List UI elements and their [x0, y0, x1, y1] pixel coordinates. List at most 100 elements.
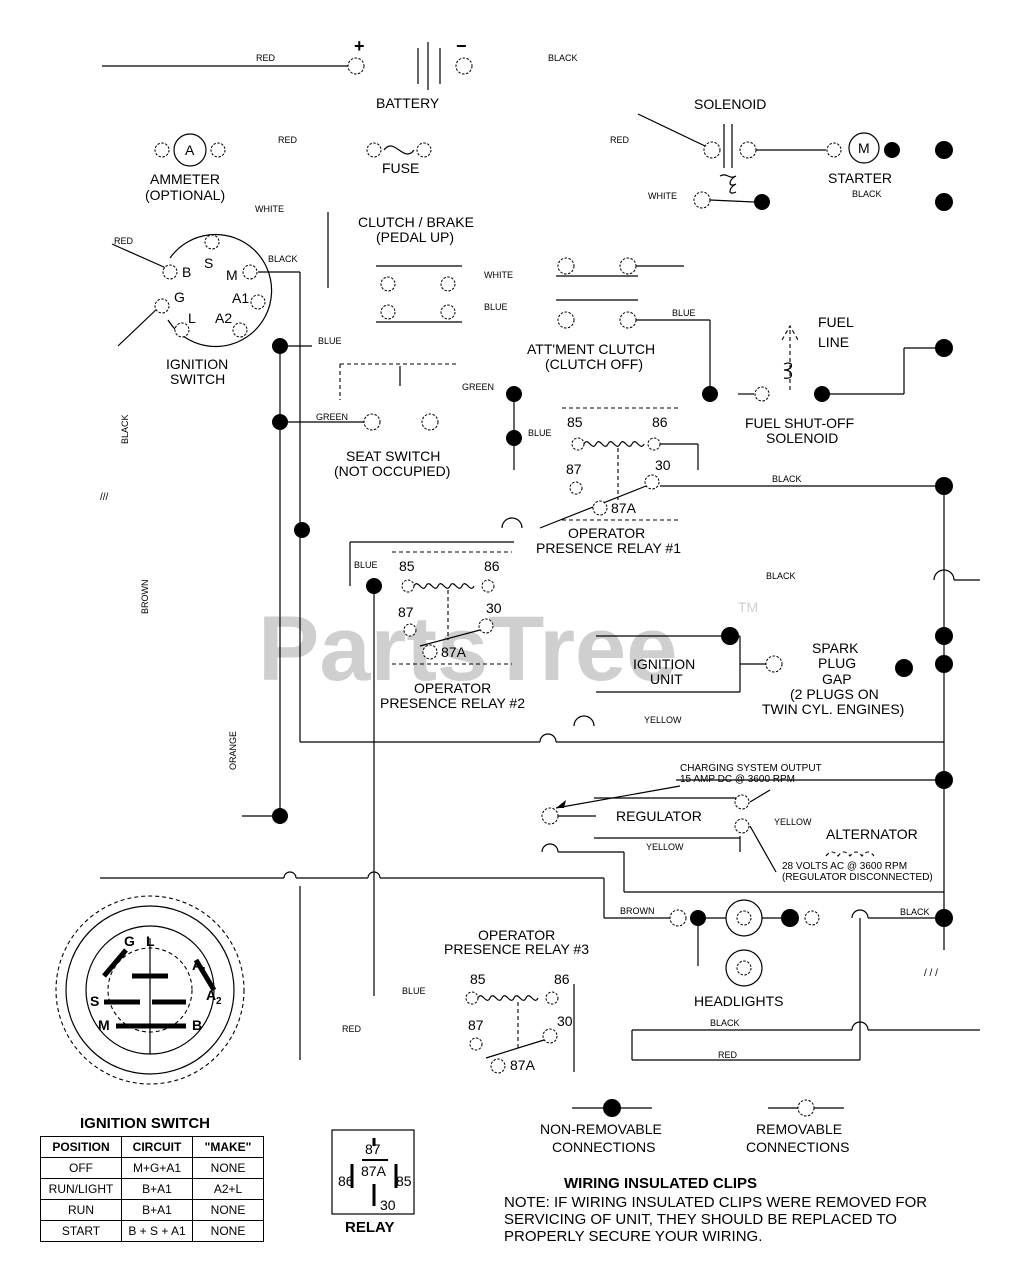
fuel-shutoff-solenoid: FUEL LINE FUEL SHUT-OFF SOLENOID	[738, 314, 953, 446]
svg-text:ALTERNATOR: ALTERNATOR	[826, 826, 918, 842]
svg-text:IGNITION: IGNITION	[166, 356, 228, 372]
svg-text:87: 87	[365, 1141, 381, 1157]
svg-text:BROWN: BROWN	[140, 580, 150, 615]
regulator: CHARGING SYSTEM OUTPUT 15 AMP DC @ 3600 …	[541, 763, 944, 873]
svg-text:GREEN: GREEN	[316, 412, 348, 422]
svg-text:M: M	[98, 1017, 110, 1033]
svg-text:(OPTIONAL): (OPTIONAL)	[145, 187, 225, 203]
solenoid: SOLENOID	[637, 96, 826, 210]
svg-text:BLUE: BLUE	[528, 428, 552, 438]
ignition-unit: IGNITION UNIT SPARK PLUG GAP (2 PLUGS ON…	[573, 627, 913, 727]
svg-text:BLACK: BLACK	[766, 571, 796, 581]
svg-text:RED: RED	[278, 135, 298, 145]
svg-text:WHITE: WHITE	[484, 270, 513, 280]
seat-switch: SEAT SWITCH (NOT OCCUPIED)	[288, 363, 456, 479]
ignition-switch-table-title: IGNITION SWITCH	[80, 1115, 210, 1132]
svg-text:STARTER: STARTER	[828, 170, 892, 186]
starter: M STARTER	[826, 132, 953, 211]
note-line-1: NOTE: IF WIRING INSULATED CLIPS WERE REM…	[504, 1194, 927, 1211]
svg-text:FUEL: FUEL	[818, 314, 854, 330]
svg-text:OPERATOR: OPERATOR	[568, 525, 645, 541]
svg-text:PRESENCE RELAY #2: PRESENCE RELAY #2	[380, 695, 525, 711]
svg-text:BLUE: BLUE	[354, 560, 378, 570]
battery-plus: +	[354, 36, 365, 56]
table-row: OFF M+G+A1 NONE	[40, 1157, 264, 1179]
svg-text:A: A	[206, 987, 216, 1003]
svg-text:BLACK: BLACK	[120, 414, 130, 444]
svg-text:86: 86	[554, 971, 570, 987]
svg-text:S: S	[90, 993, 99, 1009]
svg-text:RED: RED	[114, 236, 134, 246]
svg-text:(REGULATOR DISCONNECTED): (REGULATOR DISCONNECTED)	[782, 872, 933, 883]
svg-text:GREEN: GREEN	[462, 382, 494, 392]
svg-text:BROWN: BROWN	[620, 906, 655, 916]
svg-text:SWITCH: SWITCH	[170, 371, 225, 387]
svg-text:REGULATOR: REGULATOR	[616, 808, 702, 824]
attachment-clutch-switch: ATT'MENT CLUTCH (CLUTCH OFF)	[527, 257, 718, 402]
svg-text:WIRING INSULATED CLIPS: WIRING INSULATED CLIPS	[564, 1175, 757, 1192]
svg-text:A2: A2	[215, 310, 232, 326]
svg-text:RED: RED	[342, 1024, 362, 1034]
svg-text:BLUE: BLUE	[672, 308, 696, 318]
svg-text:BLACK: BLACK	[900, 907, 930, 917]
operator-presence-relay-2: BLUE 85 86 87 30 87A OPERATOR PRESENCE R…	[349, 541, 525, 996]
svg-text:86: 86	[484, 558, 500, 574]
svg-text:NON-REMOVABLE: NON-REMOVABLE	[540, 1121, 662, 1137]
svg-text:G: G	[124, 933, 135, 949]
svg-text:(PEDAL UP): (PEDAL UP)	[376, 229, 454, 245]
svg-text:PLUG: PLUG	[818, 655, 856, 671]
ignition-switch-dial: G L A 1 S A 2 M B	[55, 895, 245, 1085]
svg-text:WHITE: WHITE	[255, 204, 284, 214]
svg-text:86: 86	[338, 1173, 354, 1189]
table-header: CIRCUIT	[121, 1136, 193, 1158]
svg-text:BLACK: BLACK	[772, 474, 802, 484]
svg-text:OPERATOR: OPERATOR	[414, 680, 491, 696]
svg-text:SOLENOID: SOLENOID	[694, 96, 766, 112]
svg-text:87A: 87A	[510, 1057, 536, 1073]
watermark: PartsTree	[258, 598, 677, 700]
table-header: "MAKE"	[192, 1136, 264, 1158]
svg-text:BLACK: BLACK	[710, 1018, 740, 1028]
watermark-tm: TM	[738, 599, 758, 615]
relay-legend: 87 87A 86 85 30 RELAY	[331, 1129, 415, 1236]
svg-text:B: B	[182, 264, 191, 280]
table-header: POSITION	[40, 1136, 122, 1158]
table-row: RUN B+A1 NONE	[40, 1199, 264, 1221]
battery-label: BATTERY	[376, 95, 440, 111]
svg-text:PRESENCE RELAY #1: PRESENCE RELAY #1	[536, 540, 681, 556]
svg-text:TWIN CYL. ENGINES): TWIN CYL. ENGINES)	[762, 701, 904, 717]
svg-text:87A: 87A	[441, 644, 467, 660]
svg-text:BLUE: BLUE	[484, 302, 508, 312]
svg-text:85: 85	[567, 414, 583, 430]
svg-text:SPARK: SPARK	[812, 640, 859, 656]
headlights: BROWN HEADLIGHTS BLACK	[620, 899, 944, 1060]
svg-text:UNIT: UNIT	[650, 671, 683, 687]
svg-text:87: 87	[398, 604, 414, 620]
svg-text:OPERATOR: OPERATOR	[478, 927, 555, 943]
svg-text:SEAT SWITCH: SEAT SWITCH	[346, 448, 440, 464]
svg-text:L: L	[188, 310, 196, 326]
svg-text:RELAY: RELAY	[345, 1219, 394, 1236]
svg-text:M: M	[226, 267, 238, 283]
operator-presence-relay-3: OPERATOR PRESENCE RELAY #3 85 86 87 30 8…	[444, 927, 589, 1074]
svg-text:85: 85	[399, 558, 415, 574]
svg-text:BLUE: BLUE	[318, 336, 342, 346]
svg-text:30: 30	[380, 1197, 396, 1213]
svg-text:L: L	[146, 933, 155, 949]
clutch-brake-switch: CLUTCH / BRAKE (PEDAL UP)	[358, 214, 474, 323]
alternator: ALTERNATOR 28 VOLTS AC @ 3600 RPM (REGUL…	[782, 826, 933, 883]
svg-text:B: B	[192, 1017, 202, 1033]
svg-text:ATT'MENT CLUTCH: ATT'MENT CLUTCH	[527, 341, 655, 357]
svg-text:1: 1	[201, 966, 207, 977]
svg-text:YELLOW: YELLOW	[644, 715, 682, 725]
svg-text:30: 30	[557, 1013, 573, 1029]
svg-text:30: 30	[655, 457, 671, 473]
svg-text:CLUTCH / BRAKE: CLUTCH / BRAKE	[358, 214, 474, 230]
svg-text:ORANGE: ORANGE	[228, 731, 238, 770]
svg-text:FUSE: FUSE	[382, 160, 419, 176]
wire-label-black: BLACK	[548, 53, 578, 63]
svg-text:87: 87	[468, 1017, 484, 1033]
svg-text:86: 86	[652, 414, 668, 430]
svg-text:85: 85	[396, 1173, 412, 1189]
svg-text:87: 87	[566, 461, 582, 477]
